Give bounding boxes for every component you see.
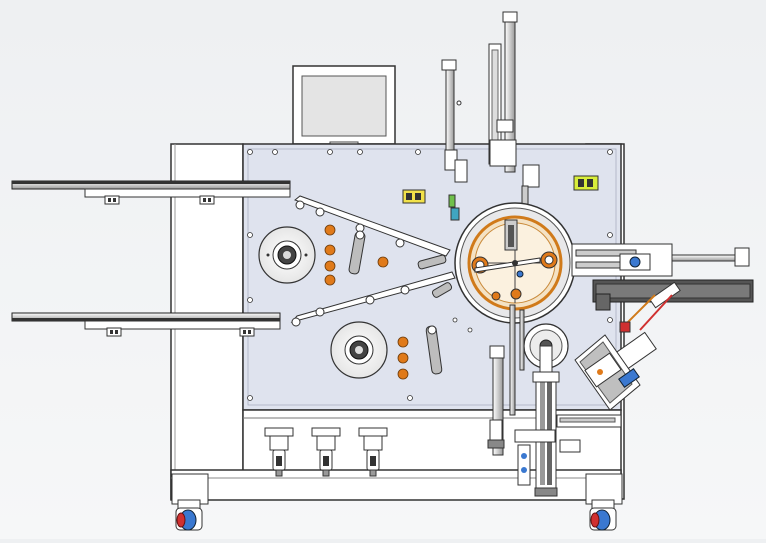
mid-swing-arm bbox=[417, 254, 453, 298]
lower-thin-rod bbox=[509, 304, 525, 416]
upper-guide-arm bbox=[293, 195, 451, 257]
lower-right-rail-plate bbox=[556, 414, 622, 453]
signal-indicator-plate bbox=[573, 175, 599, 191]
lower-feed-rail bbox=[11, 312, 281, 337]
air-regulator-1 bbox=[264, 427, 294, 477]
caster-right bbox=[585, 473, 623, 531]
lower-swing-arm bbox=[425, 325, 443, 375]
top-vertical-cylinder-left bbox=[441, 59, 468, 221]
upper-feed-rail bbox=[11, 180, 291, 205]
upper-tension-rollers bbox=[324, 224, 389, 286]
top-vertical-cylinder-right bbox=[488, 11, 518, 173]
lower-right-mechanism bbox=[574, 334, 641, 411]
yellow-indicator-plate bbox=[402, 189, 426, 204]
lower-clamp-wheel bbox=[523, 323, 569, 377]
lower-vertical-cylinder-left bbox=[487, 345, 505, 456]
main-winding-wheel bbox=[454, 202, 576, 324]
right-horizontal-cylinder bbox=[571, 243, 750, 277]
lower-material-reel bbox=[330, 321, 388, 379]
air-regulator-3 bbox=[358, 427, 388, 477]
lower-tension-rollers bbox=[397, 336, 409, 380]
hmi-monitor bbox=[292, 65, 396, 149]
caster-left bbox=[171, 473, 209, 531]
panel-screws bbox=[247, 149, 613, 401]
air-regulator-2 bbox=[311, 427, 341, 477]
upper-swing-arm bbox=[348, 230, 366, 275]
lower-vertical-cylinder-right bbox=[514, 371, 560, 497]
upper-material-reel bbox=[258, 226, 316, 284]
lower-guide-arm bbox=[290, 271, 456, 327]
